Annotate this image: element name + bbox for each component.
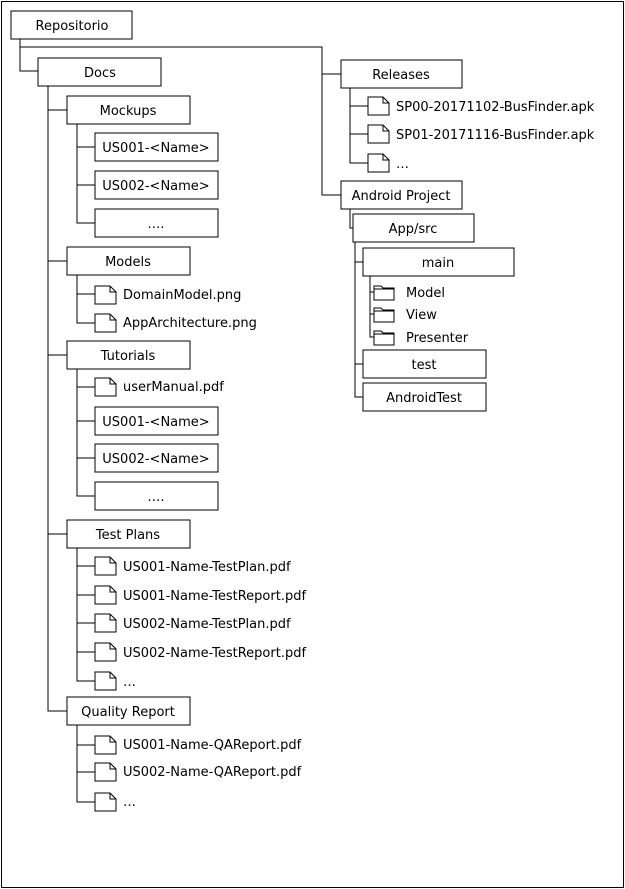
file-app-architecture: AppArchitecture.png <box>94 313 257 333</box>
node-tutorials-more: …. <box>94 481 219 511</box>
file-icon <box>367 153 390 173</box>
node-main-label: main <box>422 256 454 271</box>
file-us002-testplan: US002-Name-TestPlan.pdf <box>94 613 291 633</box>
file-sp00-apk-label: SP00-20171102-BusFinder.apk <box>396 100 595 115</box>
file-releases-more: … <box>367 153 409 173</box>
file-us002-testplan-label: US002-Name-TestPlan.pdf <box>123 617 291 632</box>
node-test-plans-label: Test Plans <box>95 528 160 543</box>
file-sp01-apk: SP01-20171116-BusFinder.apk <box>367 124 595 144</box>
node-quality-report: Quality Report <box>66 696 191 726</box>
file-us002-qareport-label: US002-Name-QAReport.pdf <box>123 765 302 780</box>
node-main: main <box>362 247 515 277</box>
folder-presenter: Presenter <box>373 330 469 346</box>
node-tutorials-us002: US002-<Name> <box>94 443 219 473</box>
file-testplans-more: … <box>94 671 136 691</box>
node-tutorials-label: Tutorials <box>100 349 156 364</box>
node-mockups-label: Mockups <box>100 104 157 119</box>
node-repositorio: Repositorio <box>10 10 133 40</box>
node-tutorials-us002-label: US002-<Name> <box>102 452 209 467</box>
node-models: Models <box>66 246 191 276</box>
file-icon <box>94 613 117 633</box>
file-icon <box>94 792 117 812</box>
file-app-architecture-label: AppArchitecture.png <box>123 316 257 331</box>
file-user-manual-label: userManual.pdf <box>123 380 224 395</box>
file-sp00-apk: SP00-20171102-BusFinder.apk <box>367 96 595 116</box>
file-icon <box>94 285 117 305</box>
node-docs-label: Docs <box>84 66 116 81</box>
node-tutorials-us001-label: US001-<Name> <box>102 415 209 430</box>
file-us002-qareport: US002-Name-QAReport.pdf <box>94 762 302 782</box>
node-repositorio-label: Repositorio <box>36 19 109 34</box>
file-us001-testreport-label: US001-Name-TestReport.pdf <box>123 589 306 604</box>
node-mockups-us002-label: US002-<Name> <box>102 179 209 194</box>
node-android-project-label: Android Project <box>352 189 451 204</box>
file-us001-testplan-label: US001-Name-TestPlan.pdf <box>123 560 291 575</box>
node-quality-report-label: Quality Report <box>81 705 175 720</box>
file-icon <box>94 762 117 782</box>
file-releases-more-label: … <box>396 157 409 172</box>
node-releases-label: Releases <box>372 68 430 83</box>
file-icon <box>94 377 117 397</box>
file-icon <box>367 124 390 144</box>
node-models-label: Models <box>105 255 151 270</box>
file-quality-more-label: … <box>123 795 136 810</box>
node-tutorials: Tutorials <box>66 340 191 370</box>
file-icon <box>94 671 117 691</box>
file-domain-model-label: DomainModel.png <box>123 288 241 303</box>
file-icon <box>94 585 117 605</box>
folder-model: Model <box>373 285 445 301</box>
file-icon <box>94 556 117 576</box>
node-app-src: App/src <box>352 213 475 243</box>
file-us002-testreport-label: US002-Name-TestReport.pdf <box>123 646 306 661</box>
node-tutorials-us001: US001-<Name> <box>94 406 219 436</box>
file-icon <box>367 96 390 116</box>
file-testplans-more-label: … <box>123 675 136 690</box>
node-test: test <box>362 349 487 379</box>
node-docs: Docs <box>37 57 162 87</box>
node-mockups-us002: US002-<Name> <box>94 170 219 200</box>
folder-model-label: Model <box>406 286 445 301</box>
file-user-manual: userManual.pdf <box>94 377 224 397</box>
file-us001-testreport: US001-Name-TestReport.pdf <box>94 585 306 605</box>
folder-icon <box>373 285 395 301</box>
node-mockups-us001-label: US001-<Name> <box>102 141 209 156</box>
file-domain-model: DomainModel.png <box>94 285 241 305</box>
file-icon <box>94 642 117 662</box>
node-tutorials-more-label: …. <box>147 490 164 505</box>
folder-icon <box>373 330 395 346</box>
folder-presenter-label: Presenter <box>406 331 469 346</box>
node-mockups: Mockups <box>66 95 191 125</box>
node-android-test: AndroidTest <box>362 382 487 412</box>
file-sp01-apk-label: SP01-20171116-BusFinder.apk <box>396 128 595 143</box>
node-mockups-us001: US001-<Name> <box>94 132 219 162</box>
file-us001-testplan: US001-Name-TestPlan.pdf <box>94 556 291 576</box>
node-releases: Releases <box>340 59 463 89</box>
file-icon <box>94 735 117 755</box>
node-mockups-more-label: …. <box>147 217 164 232</box>
file-icon <box>94 313 117 333</box>
file-us002-testreport: US002-Name-TestReport.pdf <box>94 642 306 662</box>
file-us001-qareport-label: US001-Name-QAReport.pdf <box>123 738 302 753</box>
node-android-project: Android Project <box>340 180 463 210</box>
node-test-label: test <box>412 358 437 373</box>
folder-view: View <box>373 307 437 323</box>
node-android-test-label: AndroidTest <box>386 391 462 406</box>
file-quality-more: … <box>94 792 136 812</box>
node-mockups-more: …. <box>94 208 219 238</box>
folder-icon <box>373 307 395 323</box>
tree-connectors <box>19 39 374 803</box>
file-us001-qareport: US001-Name-QAReport.pdf <box>94 735 302 755</box>
node-app-src-label: App/src <box>389 222 438 237</box>
folder-view-label: View <box>406 308 437 323</box>
node-test-plans: Test Plans <box>66 519 191 549</box>
